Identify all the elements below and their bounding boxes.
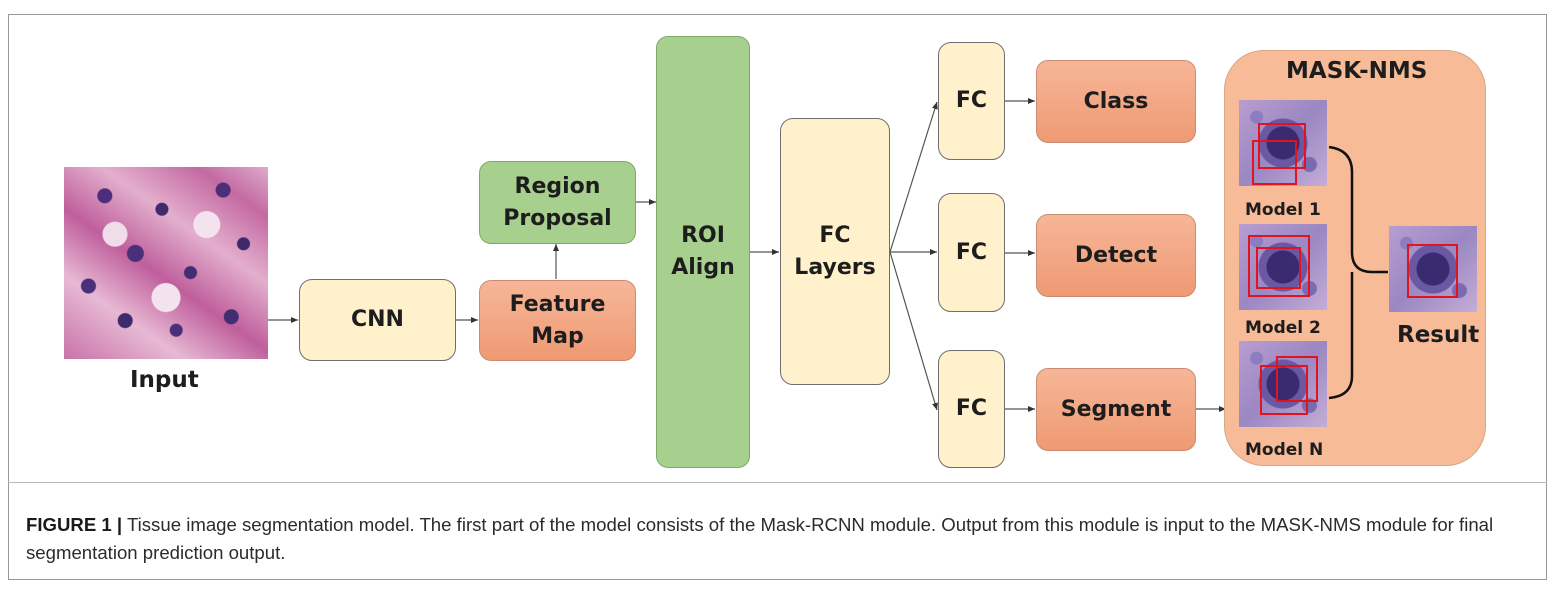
- caption-label: FIGURE 1 |: [26, 514, 123, 535]
- fc-box-1: FC: [938, 42, 1005, 160]
- result-label: Result: [1397, 322, 1480, 348]
- fc-layers-box: FC Layers: [780, 118, 890, 385]
- region-proposal-box: Region Proposal: [479, 161, 636, 244]
- fc-box-3: FC: [938, 350, 1005, 468]
- input-label: Input: [130, 367, 199, 393]
- segment-box: Segment: [1036, 368, 1196, 451]
- caption-separator: [8, 482, 1547, 483]
- roi-align-box: ROI Align: [656, 36, 750, 468]
- model-2-bbox-b: [1256, 247, 1301, 289]
- cnn-box: CNN: [299, 279, 456, 361]
- detect-box: Detect: [1036, 214, 1196, 297]
- arrow-fclayers-fc1: [889, 101, 938, 253]
- model-1-bbox-a: [1258, 123, 1306, 169]
- model-2-label: Model 2: [1245, 318, 1321, 338]
- caption-text: Tissue image segmentation model. The fir…: [26, 514, 1494, 563]
- arrow-fclayers-fc3: [889, 251, 938, 411]
- class-box: Class: [1036, 60, 1196, 143]
- model-n-bbox-a: [1276, 356, 1318, 402]
- model-1-bbox-b: [1252, 140, 1297, 185]
- input-tissue-image: [64, 167, 268, 359]
- feature-map-box: Feature Map: [479, 280, 636, 361]
- model-2-bbox-a: [1248, 235, 1310, 297]
- mask-nms-title: MASK-NMS: [1286, 58, 1428, 84]
- model-1-label: Model 1: [1245, 200, 1321, 220]
- model-n-bbox-b: [1260, 365, 1308, 415]
- figure-caption: FIGURE 1 | Tissue image segmentation mod…: [26, 511, 1531, 567]
- figure-frame: [8, 14, 1547, 580]
- model-n-image: [1239, 341, 1327, 427]
- model-n-label: Model N: [1245, 440, 1324, 460]
- result-bbox: [1407, 244, 1458, 298]
- fc-box-2: FC: [938, 193, 1005, 312]
